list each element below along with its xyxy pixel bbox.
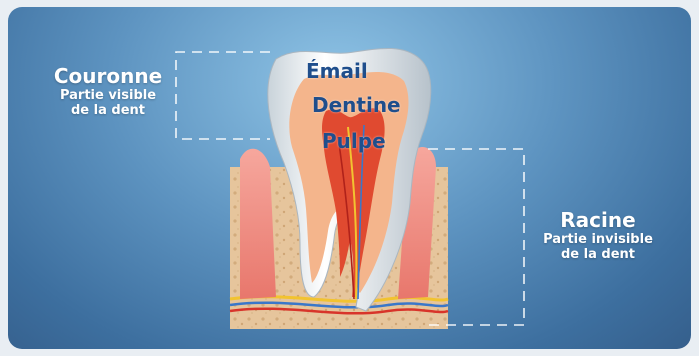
diagram-card: Couronne Partie visible de la dent Racin… <box>8 7 691 349</box>
dentin-label: Dentine <box>312 93 401 117</box>
crown-dashed-bracket <box>176 52 270 139</box>
crown-title: Couronne <box>38 64 178 88</box>
enamel-label: Émail <box>306 59 368 83</box>
root-title: Racine <box>528 208 668 232</box>
pulp-label: Pulpe <box>322 129 386 153</box>
crown-subtitle-line2: de la dent <box>38 103 178 118</box>
crown-subtitle-line1: Partie visible <box>38 88 178 103</box>
root-subtitle-line2: de la dent <box>528 247 668 262</box>
root-subtitle-line1: Partie invisible <box>528 232 668 247</box>
